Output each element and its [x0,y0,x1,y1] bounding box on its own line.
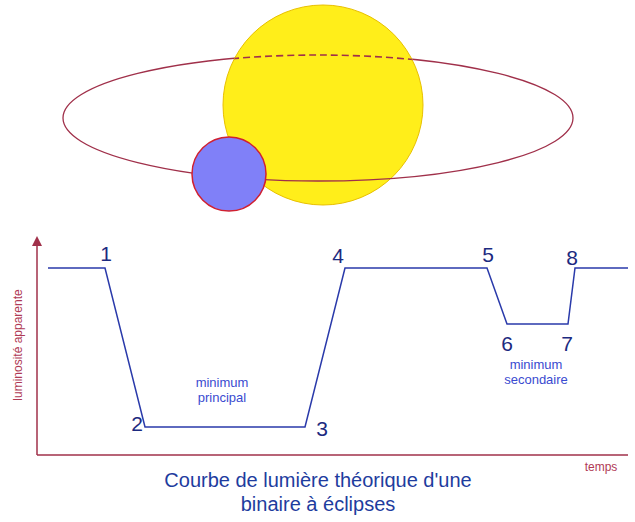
orbit-hidden [63,55,573,118]
callout-number: 2 [131,412,143,436]
callout-number: 3 [316,417,328,441]
axis-label: temps [585,460,618,474]
y-axis [36,242,38,455]
callout-number: 8 [566,246,578,270]
axis-label: luminosité apparente [11,289,25,400]
callout-number: 6 [501,332,513,356]
orbit-front [63,118,573,181]
callout-number: 5 [482,243,494,267]
callout-number: 1 [100,242,112,266]
secondary-star [192,137,266,211]
callout-number: 4 [332,244,344,268]
light-curve [48,268,628,427]
y-axis-arrow [32,236,42,246]
minimum-label: minimum secondaire [496,357,576,387]
caption: Courbe de lumière théorique d'une binair… [153,468,483,516]
minimum-label: minimum principal [182,375,262,405]
callout-number: 7 [561,332,573,356]
x-axis [37,454,628,456]
